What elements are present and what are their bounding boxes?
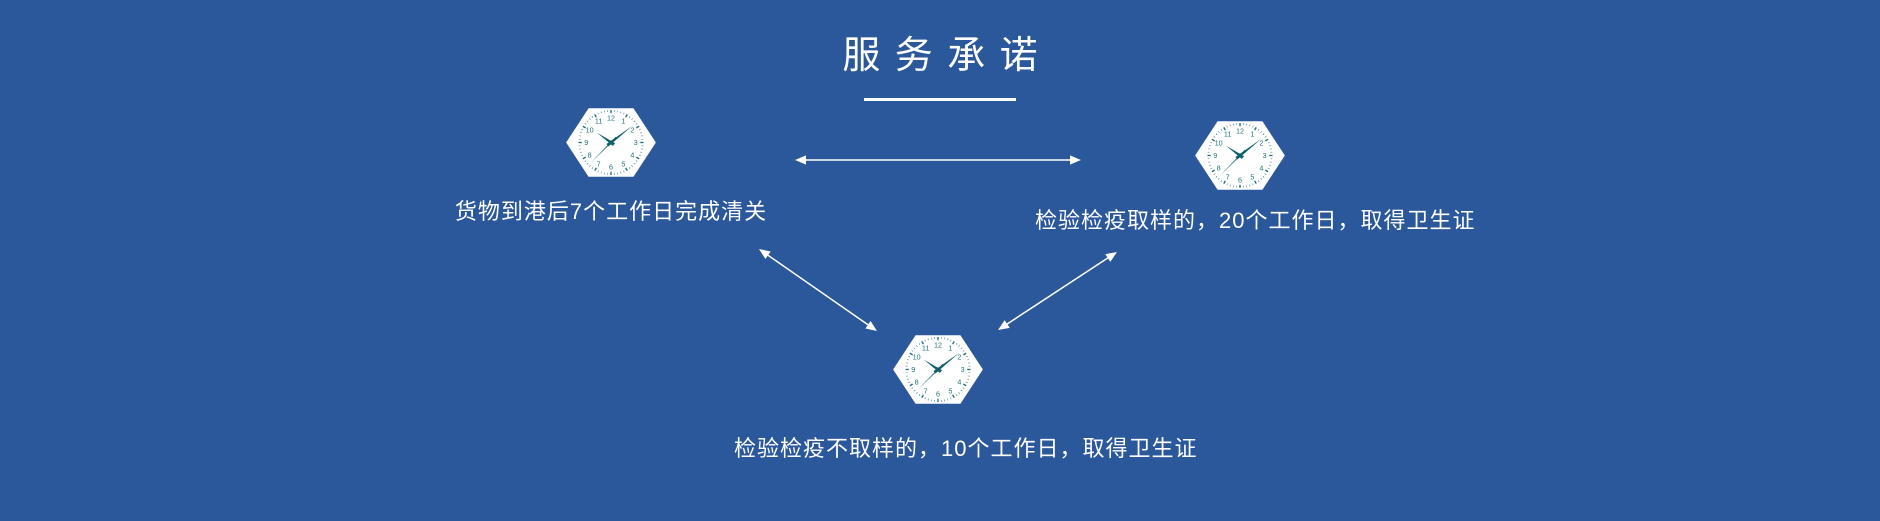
svg-text:4: 4 — [630, 151, 634, 159]
title-underline — [864, 98, 1016, 101]
svg-text:6: 6 — [1238, 177, 1242, 185]
svg-text:7: 7 — [1226, 173, 1230, 181]
svg-text:5: 5 — [948, 387, 952, 395]
svg-text:3: 3 — [634, 139, 638, 147]
svg-text:12: 12 — [934, 341, 942, 349]
svg-text:1: 1 — [1250, 131, 1254, 139]
svg-text:10: 10 — [586, 127, 594, 135]
svg-text:12: 12 — [607, 114, 615, 122]
svg-text:9: 9 — [584, 139, 588, 147]
svg-text:3: 3 — [1263, 152, 1267, 160]
svg-text:10: 10 — [913, 354, 921, 362]
svg-text:8: 8 — [1217, 164, 1221, 172]
caption-sampled-20-days: 检验检疫取样的，20个工作日，取得卫生证 — [1035, 208, 1476, 233]
svg-text:5: 5 — [621, 160, 625, 168]
svg-text:12: 12 — [1236, 127, 1244, 135]
svg-text:7: 7 — [597, 160, 601, 168]
svg-text:3: 3 — [961, 366, 965, 374]
arrow-left-right-icon — [795, 155, 1081, 165]
svg-text:11: 11 — [1224, 131, 1231, 139]
svg-text:2: 2 — [630, 127, 634, 135]
svg-text:10: 10 — [1215, 140, 1223, 148]
svg-text:5: 5 — [1250, 173, 1254, 181]
svg-text:6: 6 — [936, 391, 940, 399]
svg-text:6: 6 — [609, 164, 613, 172]
svg-text:9: 9 — [911, 366, 915, 374]
svg-text:11: 11 — [922, 345, 929, 353]
page-title: 服务承诺 — [842, 35, 1053, 77]
svg-text:7: 7 — [924, 387, 928, 395]
arrow-right-bottom-icon — [998, 252, 1117, 330]
svg-text:2: 2 — [957, 354, 961, 362]
svg-text:1: 1 — [621, 118, 625, 126]
svg-text:4: 4 — [1259, 164, 1263, 172]
svg-text:8: 8 — [588, 151, 592, 159]
arrow-left-bottom-icon — [759, 249, 877, 331]
svg-text:1: 1 — [948, 345, 952, 353]
svg-text:2: 2 — [1259, 140, 1263, 148]
svg-text:11: 11 — [595, 118, 602, 126]
svg-text:9: 9 — [1213, 152, 1217, 160]
caption-not-sampled-10-days: 检验检疫不取样的，10个工作日，取得卫生证 — [734, 436, 1198, 461]
caption-customs-clearance: 货物到港后7个工作日完成清关 — [454, 199, 768, 224]
svg-text:8: 8 — [915, 378, 919, 386]
svg-text:4: 4 — [957, 378, 961, 386]
